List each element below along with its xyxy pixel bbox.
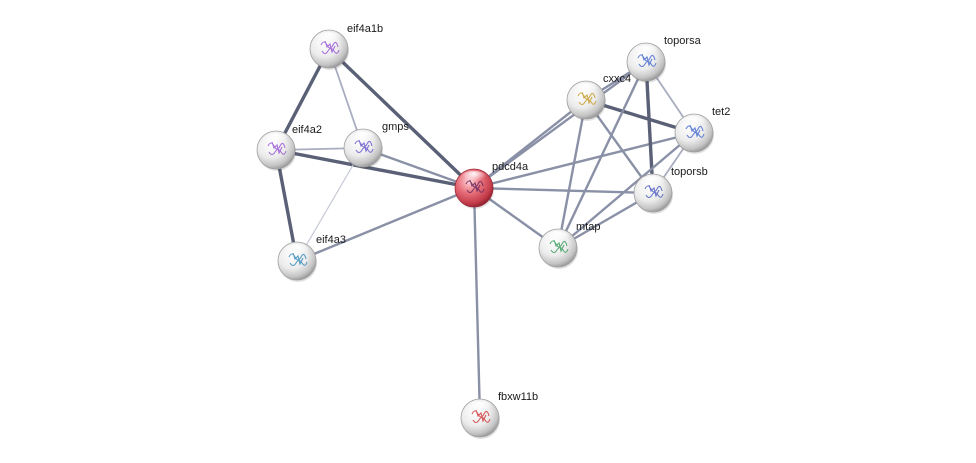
edge-gmps-eif4a3[interactable]: [296, 147, 364, 262]
node-label-mtap: mtap: [576, 221, 600, 233]
edge-toporsa-toporsb[interactable]: [644, 60, 655, 195]
node-highlight: [350, 131, 376, 145]
node-label-gmps: gmps: [382, 121, 409, 133]
edge-tet2-mtap[interactable]: [556, 131, 696, 250]
node-label-toporsa: toporsa: [664, 35, 702, 47]
node-label-cxxc4: cxxc4: [603, 73, 631, 85]
node-highlight: [316, 32, 342, 46]
node-gmps[interactable]: gmps: [343, 121, 409, 169]
node-mtap[interactable]: mtap: [538, 221, 600, 269]
edge-eif4a2-pdcd4a[interactable]: [274, 148, 476, 190]
node-eif4a1b[interactable]: eif4a1b: [309, 23, 383, 70]
node-eif4a2[interactable]: eif4a2: [256, 124, 322, 171]
node-highlight: [263, 133, 289, 147]
node-highlight: [640, 176, 666, 190]
node-pdcd4a[interactable]: pdcd4a: [454, 161, 529, 209]
node-label-fbxw11b: fbxw11b: [498, 391, 538, 403]
node-eif4a3[interactable]: eif4a3: [277, 234, 346, 282]
node-label-eif4a1b: eif4a1b: [347, 23, 383, 35]
node-label-eif4a2: eif4a2: [292, 124, 322, 136]
edge-pdcd4a-toporsa[interactable]: [472, 60, 648, 190]
node-label-pdcd4a: pdcd4a: [492, 161, 529, 173]
edge-toporsa-mtap[interactable]: [556, 60, 648, 250]
node-highlight: [467, 401, 493, 415]
node-highlight: [284, 244, 310, 258]
node-toporsb[interactable]: toporsb: [633, 166, 708, 214]
node-label-toporsb: toporsb: [671, 166, 708, 178]
node-fbxw11b[interactable]: fbxw11b: [460, 391, 538, 439]
node-tet2[interactable]: tet2: [674, 106, 730, 154]
node-toporsa[interactable]: toporsa: [626, 35, 702, 83]
node-highlight: [573, 83, 599, 97]
node-label-tet2: tet2: [712, 106, 730, 118]
node-highlight: [633, 45, 659, 59]
node-label-eif4a3: eif4a3: [316, 234, 346, 246]
node-highlight: [681, 116, 707, 130]
edge-gmps-pdcd4a[interactable]: [361, 146, 476, 190]
nodes-layer: eif4a1b eif4a2 gmps eif4a3 pdcd4a cxxc4 topors…: [256, 23, 730, 439]
edge-eif4a1b-pdcd4a[interactable]: [327, 47, 476, 190]
edge-pdcd4a-fbxw11b[interactable]: [472, 186, 482, 420]
node-highlight: [461, 171, 487, 185]
edge-cxxc4-mtap[interactable]: [556, 98, 588, 250]
node-highlight: [545, 231, 571, 245]
node-cxxc4[interactable]: cxxc4: [566, 73, 631, 121]
edge-eif4a3-pdcd4a[interactable]: [295, 186, 476, 263]
edge-pdcd4a-tet2[interactable]: [472, 131, 696, 190]
